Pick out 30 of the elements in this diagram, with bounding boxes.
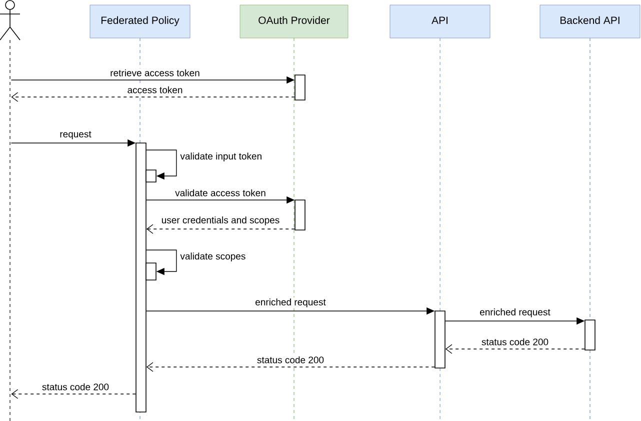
message-label: status code 200 xyxy=(40,382,110,392)
message-label: validate input token xyxy=(179,152,264,162)
message-label: user credentials and scopes xyxy=(160,215,281,226)
message-label: request xyxy=(58,130,92,140)
message-arrow xyxy=(146,150,177,180)
message-arrow xyxy=(146,250,177,276)
activation-bar xyxy=(584,320,596,350)
message-arrow xyxy=(11,389,136,399)
message-label: enriched request xyxy=(478,307,552,318)
participant-box: OAuth Provider xyxy=(240,4,348,38)
message-arrow xyxy=(146,362,435,372)
message-arrow xyxy=(11,92,295,102)
message-arrow xyxy=(146,224,295,234)
message-label: status code 200 xyxy=(256,355,326,364)
activation-bar xyxy=(146,262,156,280)
activation-bar xyxy=(434,310,446,368)
message-label: validate access token xyxy=(174,188,267,198)
message-label: validate scopes xyxy=(179,252,247,262)
message-label: status code 200 xyxy=(480,337,550,346)
activation-bar xyxy=(146,170,156,182)
actor-drawing xyxy=(0,0,20,421)
participant-box: Backend API xyxy=(540,4,640,38)
message-label: enriched request xyxy=(254,297,327,308)
message-label: access token xyxy=(126,85,184,94)
message-label: retrieve access token xyxy=(109,68,201,78)
message-arrow xyxy=(445,344,585,354)
participant-box: Federated Policy xyxy=(90,4,190,38)
participant-box: API xyxy=(390,4,490,38)
activation-bar xyxy=(294,74,306,100)
activation-bar xyxy=(294,200,306,230)
